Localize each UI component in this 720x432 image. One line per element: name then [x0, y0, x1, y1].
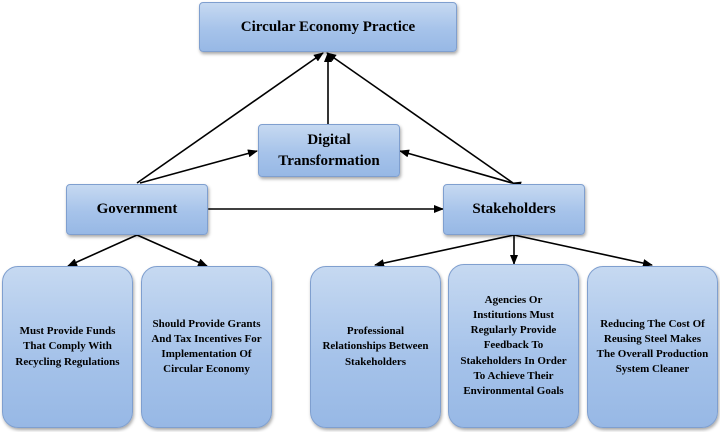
- stakeholder-branch-relationships-box: Professional Relationships Between Stake…: [310, 266, 441, 428]
- arrow-government-to-grants: [136, 234, 208, 267]
- government-box: Government: [66, 184, 208, 235]
- digital-transformation-label: Digital Transformation: [278, 132, 380, 169]
- digital-transformation-box: Digital Transformation: [258, 124, 400, 177]
- arrow-stakeholders-to-cost: [513, 234, 653, 267]
- circular-economy-practice-box: Circular Economy Practice: [199, 2, 457, 52]
- stakeholder-branch-relationships-label: Professional Relationships Between Stake…: [322, 325, 429, 368]
- arrow-government-to-digital: [139, 149, 258, 184]
- government-branch-funds-box: Must Provide Funds That Comply With Recy…: [2, 266, 133, 428]
- stakeholder-branch-cost-box: Reducing The Cost Of Reusing Steel Makes…: [587, 266, 718, 428]
- stakeholder-branch-cost-label: Reducing The Cost Of Reusing Steel Makes…: [596, 317, 709, 376]
- circular-economy-practice-label: Circular Economy Practice: [240, 18, 416, 35]
- government-branch-grants-box: Should Provide Grants And Tax Incentives…: [141, 266, 272, 428]
- arrow-stakeholders-to-relationships: [374, 234, 515, 268]
- arrow-stakeholders-digital: [399, 149, 522, 190]
- government-label: Government: [96, 201, 178, 218]
- government-branch-funds-label: Must Provide Funds That Comply With Recy…: [15, 325, 120, 368]
- stakeholder-branch-feedback-box: Agencies Or Institutions Must Regularly …: [448, 264, 579, 428]
- arrow-government-to-funds: [67, 234, 138, 267]
- government-branch-grants-label: Should Provide Grants And Tax Incentives…: [151, 317, 262, 376]
- stakeholders-box: Stakeholders: [443, 184, 585, 235]
- stakeholders-label: Stakeholders: [472, 201, 556, 218]
- stakeholder-branch-feedback-label: Agencies Or Institutions Must Regularly …: [460, 293, 567, 397]
- arrow-government-to-practice: [136, 52, 324, 184]
